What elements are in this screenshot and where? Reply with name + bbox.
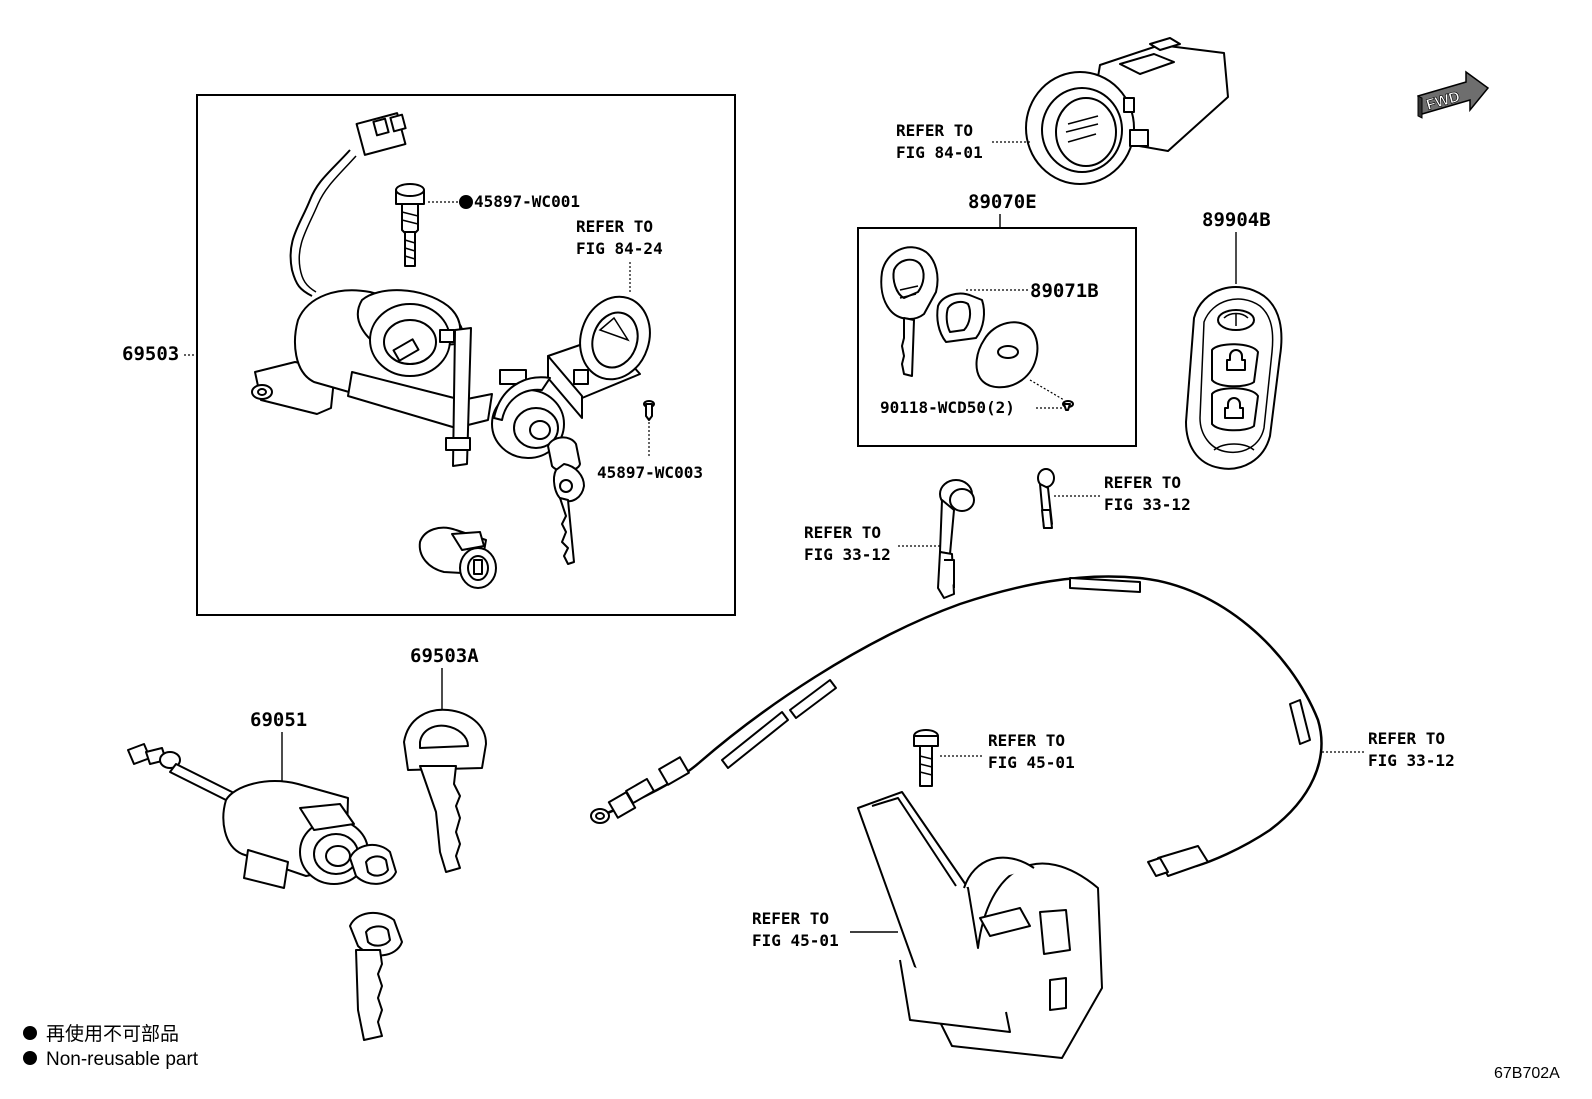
refer-33-12-a-line2: FIG 33-12 [804,545,891,564]
door-lock-rod-icon [937,479,975,599]
label-69503a: 69503A [410,645,479,667]
key-icon [547,436,585,565]
column-bolt-icon [913,729,939,787]
label-45897-wc001: 45897-WC001 [474,192,580,211]
column-cover-icon [857,791,1103,1059]
figure-code: 67B702A [1494,1065,1560,1082]
glovebox-cylinder-icon [418,526,497,589]
label-45897-wc003: 45897-WC003 [597,463,703,482]
refer-33-12-a-line1: REFER TO [804,523,881,542]
smart-key-icon [1185,286,1283,470]
refer-84-24-line2: FIG 84-24 [576,239,663,258]
door-cylinder-icon [127,743,369,889]
legend-jp: 再使用不可部品 [46,1023,179,1045]
door-lock-clip-icon [1037,468,1055,529]
refer-84-01-line2: FIG 84-01 [896,143,983,162]
legend-bullet-en [23,1051,37,1065]
refer-84-01-line1: REFER TO [896,121,973,140]
refer-33-12-b-line1: REFER TO [1104,473,1181,492]
lock-cable-icon [590,575,1323,877]
steering-lock-icon [251,289,565,467]
bolt-icon [395,183,425,267]
push-start-switch-icon [1025,37,1229,185]
fwd-arrow-icon: FWD [1417,70,1490,119]
refer-33-12-b-line2: FIG 33-12 [1104,495,1191,514]
key-plate-icon [403,708,487,873]
refer-45-01-b-line1: REFER TO [752,909,829,928]
legend-en: Non-reusable part [46,1049,199,1070]
key-transmitter-icon [880,246,939,377]
transponder-ring-icon [547,295,651,419]
door-keys-icon [349,843,403,1041]
transmitter-cover-icon [975,321,1039,389]
refer-45-01-a-line2: FIG 45-01 [988,753,1075,772]
label-69051: 69051 [250,709,307,731]
label-89071b: 89071B [1030,280,1099,302]
screw-icon [643,400,655,421]
wire-harness [289,112,407,297]
refer-84-24-line1: REFER TO [576,217,653,236]
small-screw-icon [1062,400,1074,411]
transmitter-case-icon [936,292,985,343]
leader-cover-screw [1029,379,1065,401]
label-89904b: 89904B [1202,209,1271,231]
transmitter-set-box [857,227,1137,447]
label-90118-wcd50: 90118-WCD50(2) [880,398,1015,417]
refer-45-01-a-line1: REFER TO [988,731,1065,750]
refer-33-12-c-line1: REFER TO [1368,729,1445,748]
refer-33-12-c-line2: FIG 33-12 [1368,751,1455,770]
refer-45-01-b-line2: FIG 45-01 [752,931,839,950]
label-69503: 69503 [122,343,179,365]
non-reusable-mark [459,195,473,209]
legend-bullet-jp [23,1026,37,1040]
label-89070e: 89070E [968,191,1037,213]
